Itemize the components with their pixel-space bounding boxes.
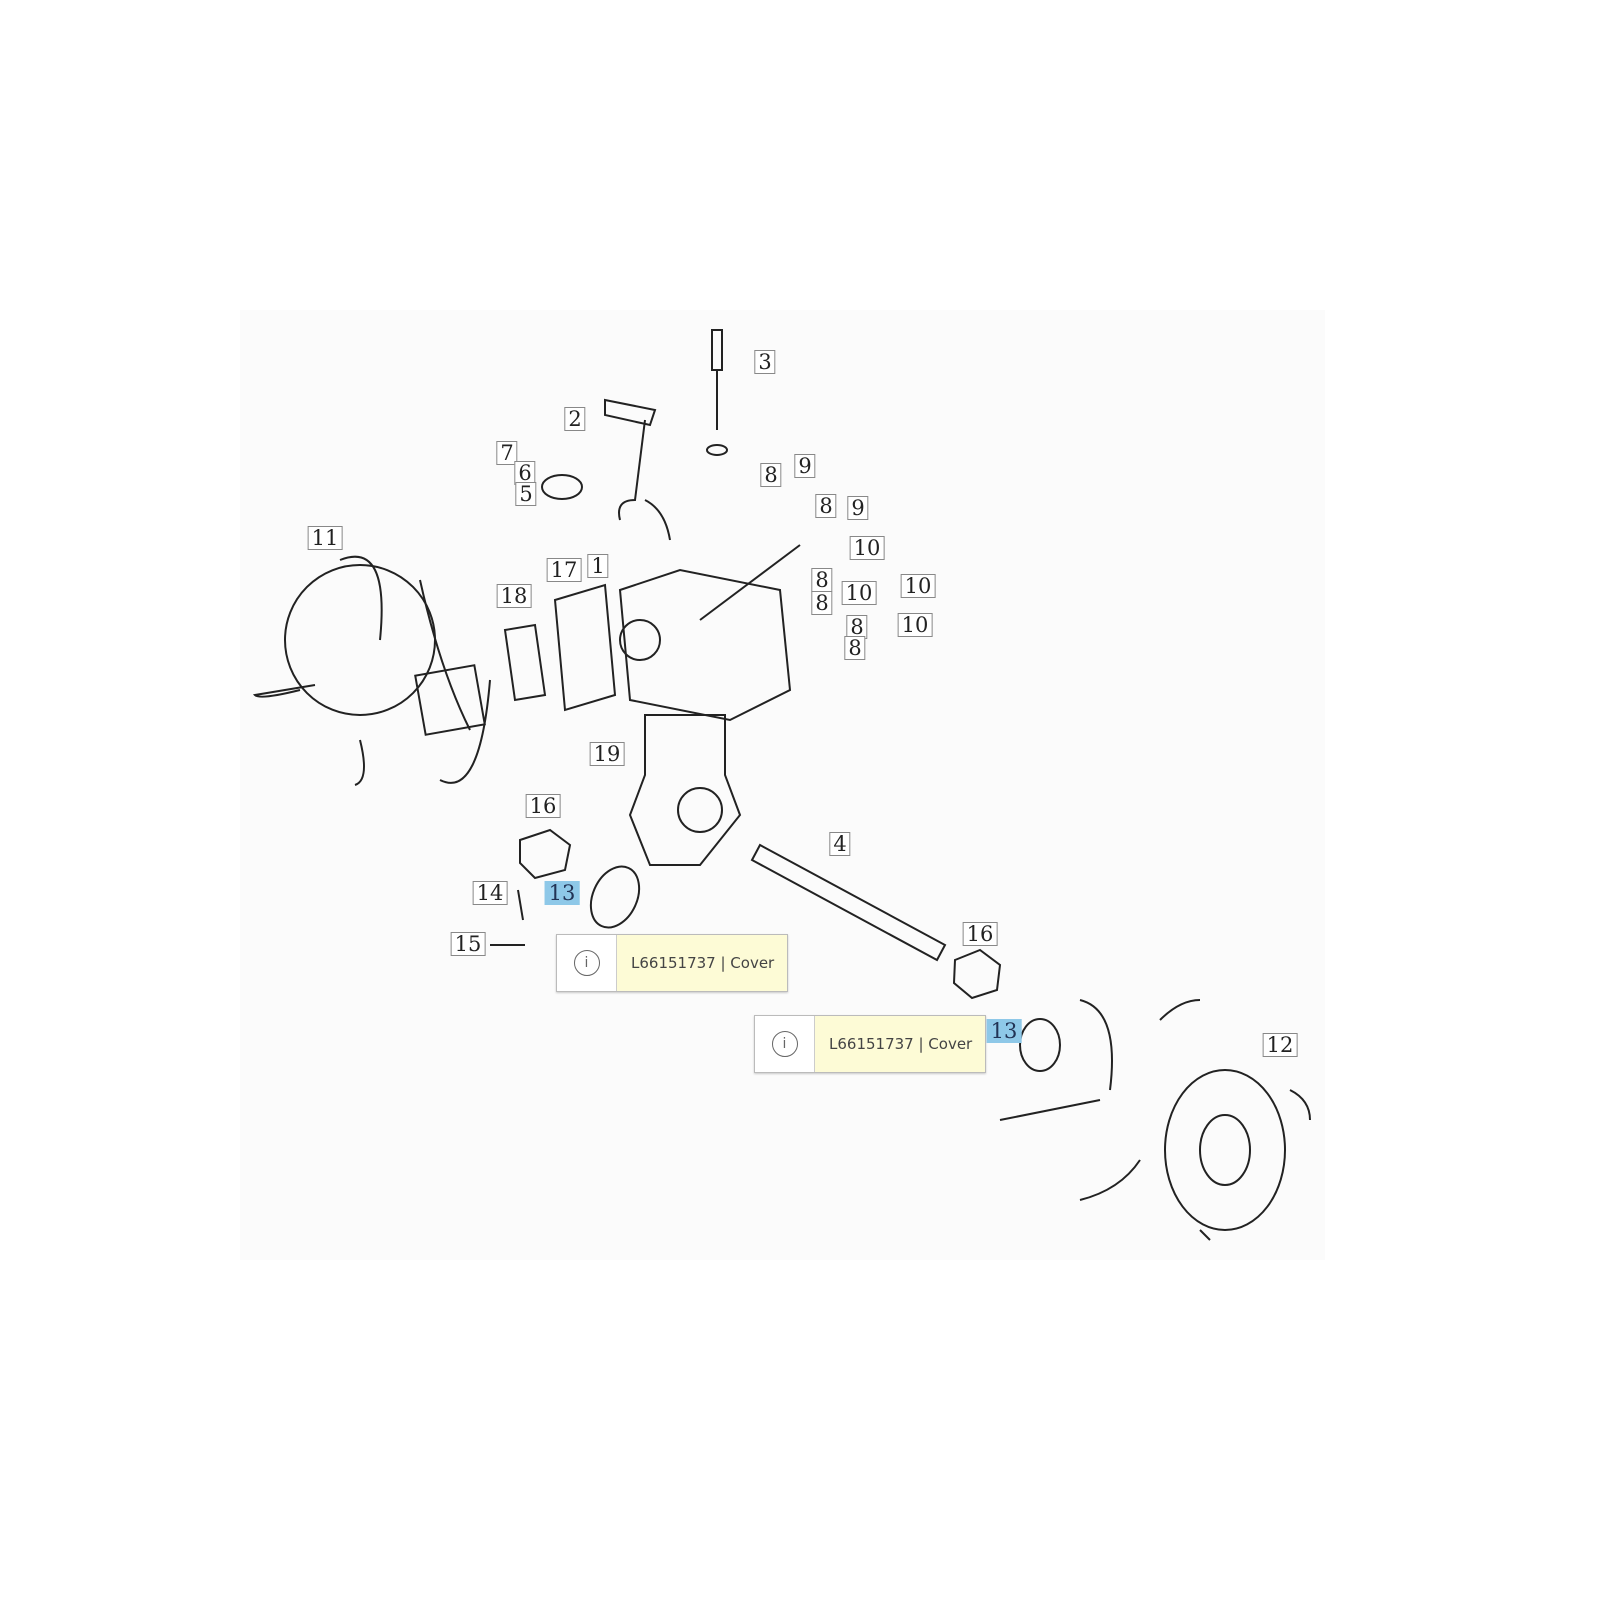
- tooltip-text: L66151737 | Cover: [617, 935, 787, 991]
- callout-16[interactable]: 16: [962, 922, 998, 946]
- callout-10[interactable]: 10: [897, 613, 933, 637]
- callout-19[interactable]: 19: [589, 742, 625, 766]
- callout-16[interactable]: 16: [525, 794, 561, 818]
- info-icon: i: [755, 1016, 815, 1072]
- tine-assembly-right[interactable]: [999, 999, 1311, 1241]
- callout-7[interactable]: 7: [496, 441, 518, 465]
- part-tooltip: i L66151737 | Cover: [556, 934, 788, 992]
- plate-18[interactable]: [503, 623, 547, 702]
- callout-11[interactable]: 11: [307, 526, 343, 550]
- callout-1[interactable]: 1: [587, 554, 609, 578]
- callout-4[interactable]: 4: [829, 832, 851, 856]
- callout-17[interactable]: 17: [546, 558, 582, 582]
- callout-15[interactable]: 15: [450, 932, 486, 956]
- callout-13-highlighted[interactable]: 13: [544, 881, 580, 905]
- shift-lever-2[interactable]: [604, 398, 671, 541]
- info-icon: i: [557, 935, 617, 991]
- callout-10[interactable]: 10: [849, 536, 885, 560]
- callout-5[interactable]: 5: [515, 482, 537, 506]
- callout-18[interactable]: 18: [496, 584, 532, 608]
- callout-8[interactable]: 8: [844, 636, 866, 660]
- callout-13-highlighted[interactable]: 13: [986, 1019, 1022, 1043]
- callout-8[interactable]: 8: [811, 591, 833, 615]
- callout-6[interactable]: 6: [514, 461, 536, 485]
- tine-assembly-left[interactable]: [252, 555, 491, 786]
- dipstick-3[interactable]: [706, 329, 728, 456]
- callout-8[interactable]: 8: [811, 568, 833, 592]
- diagram-canvas: [240, 310, 1325, 1260]
- part-tooltip: i L66151737 | Cover: [754, 1015, 986, 1073]
- callout-10[interactable]: 10: [900, 574, 936, 598]
- callout-3[interactable]: 3: [754, 350, 776, 374]
- info-glyph: i: [771, 1031, 798, 1057]
- cover-5[interactable]: [541, 474, 583, 500]
- callout-14[interactable]: 14: [472, 881, 508, 905]
- callout-8[interactable]: 8: [815, 494, 837, 518]
- callout-9[interactable]: 9: [794, 454, 816, 478]
- cover-13[interactable]: [582, 859, 1061, 1072]
- callout-10[interactable]: 10: [841, 581, 877, 605]
- shaft-4[interactable]: [750, 843, 947, 962]
- callout-8[interactable]: 8: [760, 463, 782, 487]
- callout-8[interactable]: 8: [846, 615, 868, 639]
- pin-14-15[interactable]: [490, 889, 525, 946]
- callout-2[interactable]: 2: [564, 407, 586, 431]
- callout-12[interactable]: 12: [1262, 1033, 1298, 1057]
- tooltip-text: L66151737 | Cover: [815, 1016, 985, 1072]
- info-glyph: i: [573, 950, 600, 976]
- callout-9[interactable]: 9: [847, 496, 869, 520]
- gearbox-housing[interactable]: [618, 544, 801, 866]
- hex-coupler-16[interactable]: [519, 828, 1002, 1000]
- gasket-17[interactable]: [553, 583, 617, 712]
